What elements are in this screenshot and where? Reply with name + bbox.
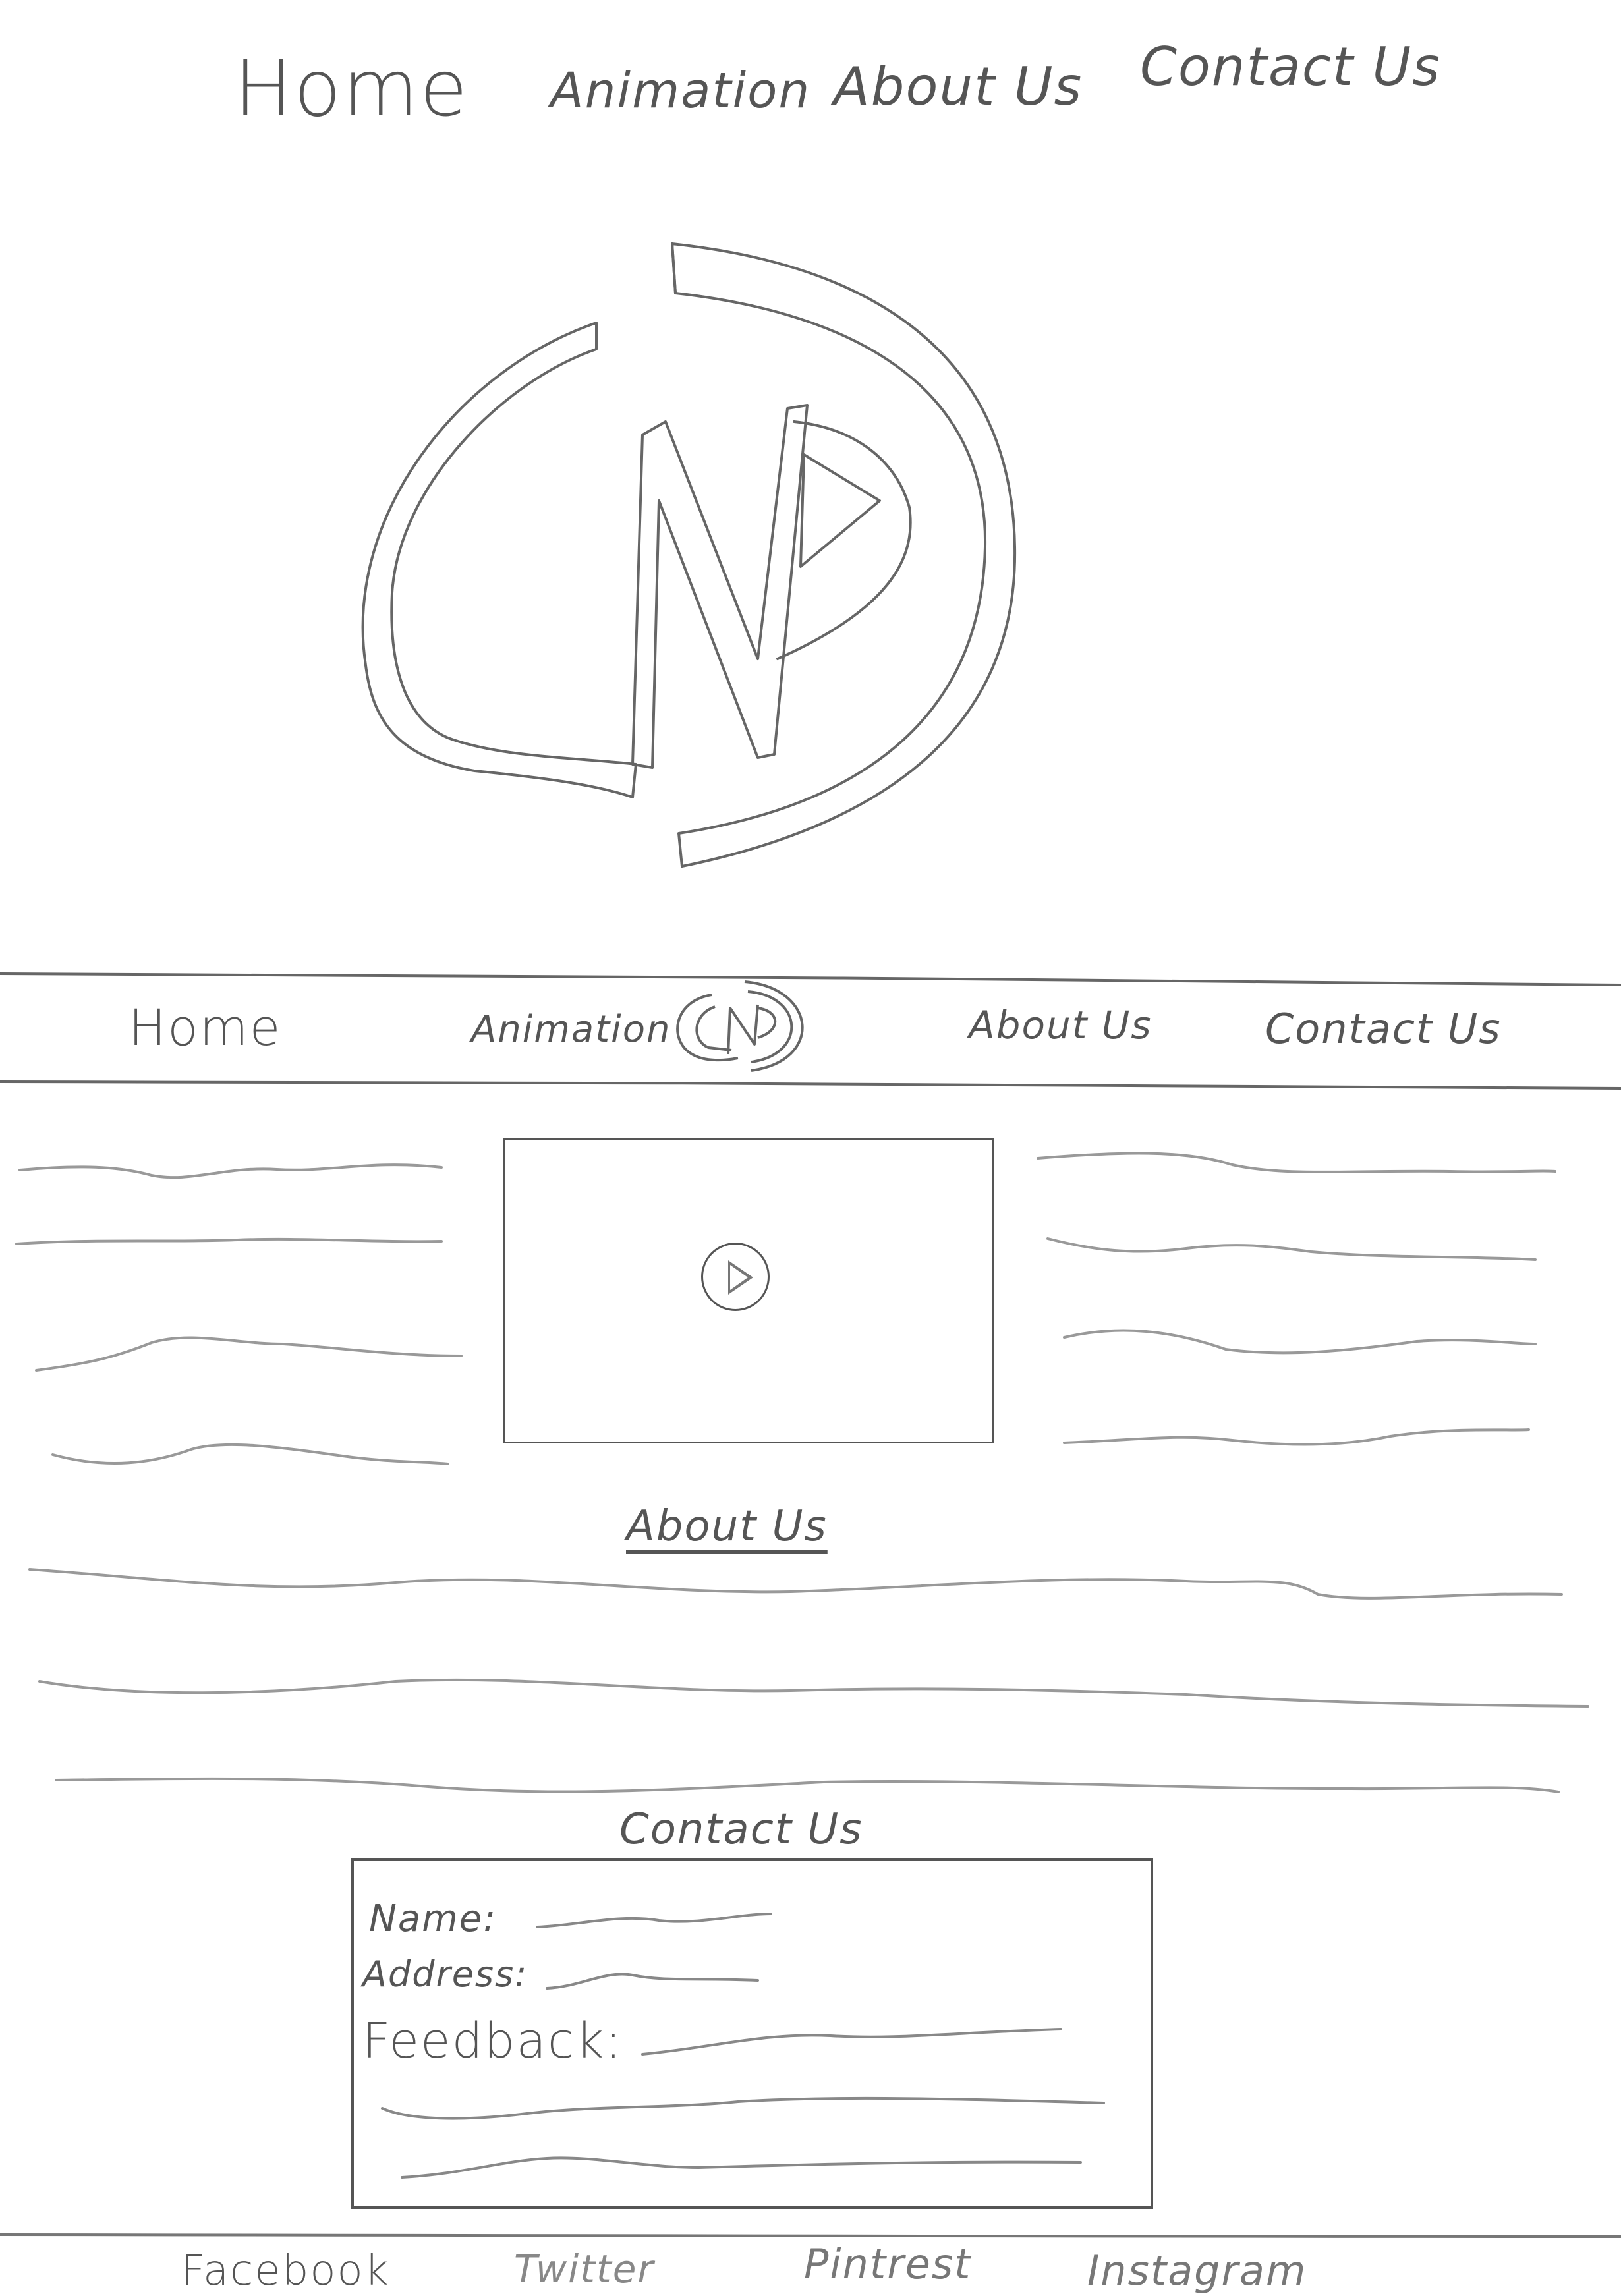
nav-bar-home-link[interactable]: Home — [128, 998, 282, 1057]
address-field[interactable] — [544, 1963, 764, 1990]
address-label: Address: — [362, 1953, 528, 1995]
top-nav-animation-link[interactable]: Animation — [550, 63, 811, 119]
top-nav-about-link[interactable]: About Us — [834, 56, 1083, 117]
nav-bar-contact-link[interactable]: Contact Us — [1265, 1005, 1502, 1053]
name-field[interactable] — [534, 1904, 778, 1930]
footer-instagram-link[interactable]: Instagram — [1087, 2247, 1307, 2295]
name-label: Name: — [369, 1897, 498, 1940]
contact-form — [351, 1858, 1153, 2209]
footer-pintrest-link[interactable]: Pintrest — [804, 2240, 972, 2288]
about-heading: About Us — [626, 1502, 828, 1551]
top-nav-home-link[interactable]: Home — [234, 43, 469, 134]
play-icon[interactable] — [701, 1243, 770, 1311]
video-player[interactable] — [503, 1138, 994, 1443]
footer-twitter-link[interactable]: Twitter — [514, 2247, 655, 2291]
feedback-label: Feedback: — [362, 2013, 623, 2069]
footer-facebook-link[interactable]: Facebook — [181, 2247, 390, 2295]
top-nav-contact-link[interactable]: Contact Us — [1140, 36, 1441, 98]
nav-bar-about-link[interactable]: About Us — [969, 1003, 1152, 1048]
nav-bar-animation-link[interactable]: Animation — [471, 1008, 671, 1051]
feedback-field[interactable] — [379, 2029, 1110, 2187]
contact-heading: Contact Us — [619, 1805, 863, 1854]
